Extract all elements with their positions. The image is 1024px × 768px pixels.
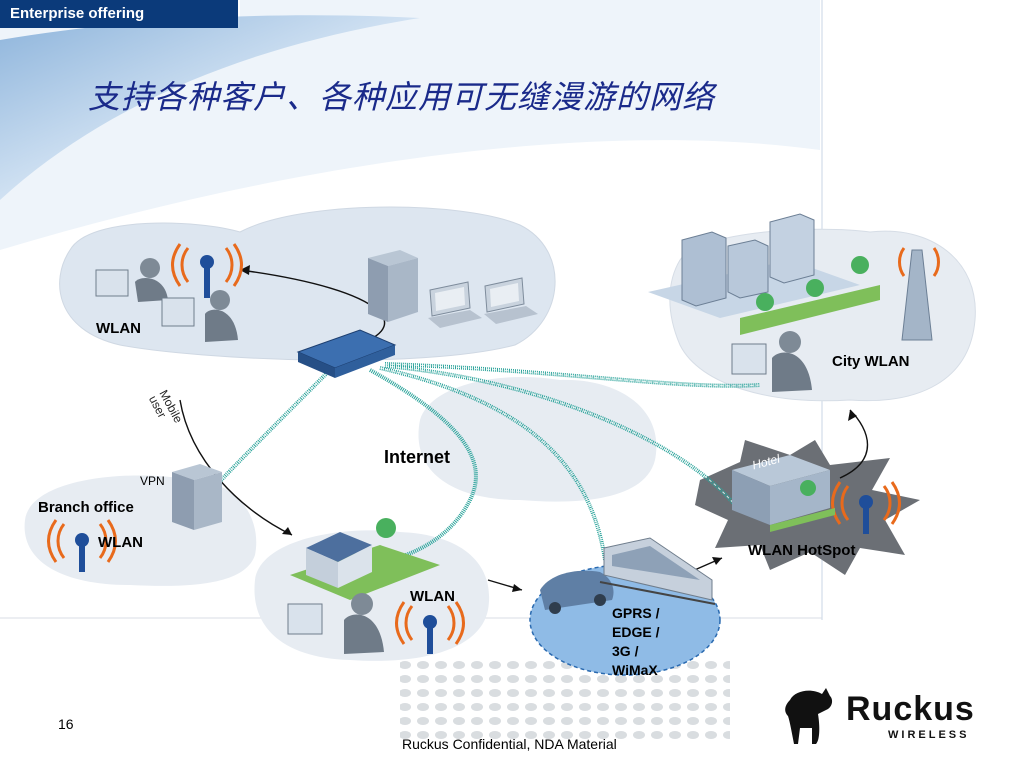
label-wlan-branch: WLAN (98, 534, 143, 551)
label-branch-office: Branch office (38, 499, 134, 516)
label-internet: Internet (384, 447, 451, 467)
logo-wordmark: Ruckus (846, 690, 975, 728)
branch-server (172, 464, 222, 530)
label-city-wlan: City WLAN (832, 353, 910, 370)
label-cell-edge: EDGE / (612, 624, 660, 640)
house (290, 518, 440, 600)
wifi-antennas (47, 243, 940, 645)
ruckus-dog-logo (785, 688, 833, 744)
label-wlan-home: WLAN (410, 588, 455, 605)
city-buildings (648, 213, 933, 341)
page-number: 16 (58, 716, 74, 732)
core-switch (296, 329, 397, 378)
section-tag: Enterprise offering (0, 0, 238, 28)
city-user (731, 331, 812, 392)
train (599, 537, 716, 605)
home-user (287, 593, 384, 654)
label-cell-wimax: WiMaX (612, 662, 658, 678)
cloud-top-wlan (59, 206, 556, 361)
desktop-pcs (428, 277, 538, 328)
label-cell-3g: 3G / (612, 643, 639, 659)
server-tower (368, 250, 418, 322)
car (540, 570, 614, 614)
label-cellular-networks: GPRS / EDGE / 3G / WiMaX (612, 604, 659, 680)
label-wlan-hotspot: WLAN HotSpot (748, 542, 856, 559)
footer-confidential: Ruckus Confidential, NDA Material (402, 736, 617, 752)
label-wlan-top: WLAN (96, 320, 141, 337)
slide-title: 支持各种客户、各种应用可无缝漫游的网络 (88, 78, 716, 116)
hotel-building (732, 455, 835, 532)
label-vpn: VPN (140, 474, 165, 488)
users-top (95, 258, 238, 342)
logo-subtitle: WIRELESS (888, 729, 970, 741)
label-cell-gprs: GPRS / (612, 605, 660, 621)
